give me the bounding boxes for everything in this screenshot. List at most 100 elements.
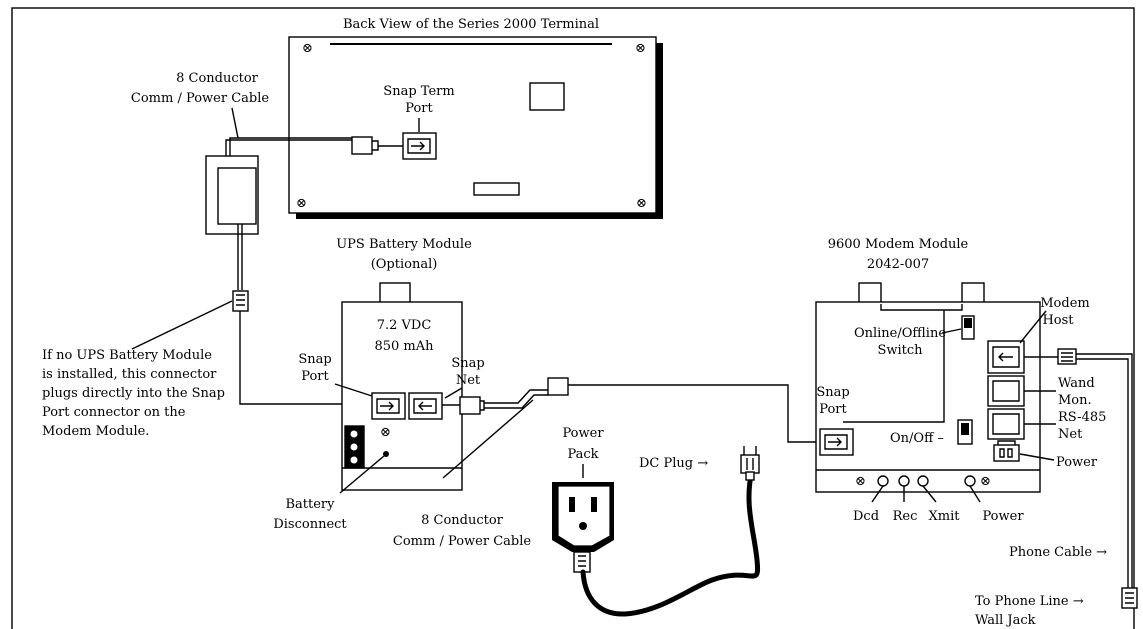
series-2000-terminal: ⊗ ⊗ ⊗ ⊗ Back View of the Series 2000 Ter… xyxy=(288,17,663,219)
wand-mon-port xyxy=(987,375,1025,407)
power-pack-label: Power xyxy=(562,426,604,441)
leader-line xyxy=(131,300,233,350)
modem-top-tab xyxy=(858,282,882,305)
cable-to-ups xyxy=(239,311,372,405)
wall-jack-label: To Phone Line → xyxy=(975,594,1084,609)
online-offline-switch-label: Switch xyxy=(877,343,923,358)
screw-icon: ⊗ xyxy=(296,196,307,211)
online-offline-switch-label: Online/Offline xyxy=(854,326,946,341)
modem-title: 2042-007 xyxy=(867,257,929,272)
ups-snap-net-port xyxy=(408,392,443,420)
leader-line xyxy=(339,455,385,494)
on-off-label: On/Off – xyxy=(890,431,944,446)
power-led-label: Power xyxy=(982,509,1024,524)
modem-snap-port xyxy=(819,428,854,456)
screw-icon: ⊗ xyxy=(302,41,313,56)
internal-line xyxy=(843,310,945,423)
wand-mon-label: Mon. xyxy=(1058,393,1092,408)
ups-snap-net-label: Net xyxy=(456,373,481,388)
battery-disconnect-label: Battery xyxy=(285,497,335,512)
rj-plug-icon xyxy=(547,377,569,396)
on-off-switch xyxy=(957,419,973,445)
note-line: plugs directly into the Snap xyxy=(42,386,225,401)
ups-top-tab xyxy=(379,282,411,304)
xmit-label: Xmit xyxy=(929,509,961,524)
screw-icon: ⊗ xyxy=(380,425,391,440)
phone-cable-label: Phone Cable → xyxy=(1009,545,1107,560)
outlet-prong xyxy=(591,497,597,512)
screw-icon: ⊗ xyxy=(635,41,646,56)
modem-host-label: Modem xyxy=(1040,296,1089,311)
outlet-prong xyxy=(569,497,575,512)
dcd-led xyxy=(877,475,889,487)
ups-spec: 850 mAh xyxy=(374,339,434,354)
wand-mon-label: Wand xyxy=(1058,376,1095,391)
power-connector xyxy=(993,440,1020,462)
ups-snap-port-label: Snap xyxy=(298,352,331,367)
cable-coil-inner xyxy=(217,167,257,225)
ups-snap-port-label: Port xyxy=(301,369,329,384)
bottom-comm-cable: 8 Conductor Comm / Power Cable xyxy=(393,377,820,549)
modem-module: 9600 Modem Module 2042-007 Online/Offlin… xyxy=(815,237,1106,524)
battery-disconnect-jack xyxy=(383,451,389,457)
leader-line xyxy=(442,399,534,479)
top-comm-cable: 8 Conductor Comm / Power Cable xyxy=(131,71,403,405)
snap-term-port xyxy=(402,132,437,160)
modem-snap-port-label: Port xyxy=(819,402,847,417)
rj-plug-icon xyxy=(459,396,481,415)
modem-snap-port-label: Snap xyxy=(816,385,849,400)
top-cable-label: Comm / Power Cable xyxy=(131,91,269,106)
cable-line xyxy=(225,139,354,156)
modem-host-port xyxy=(987,340,1025,374)
online-offline-switch xyxy=(961,315,975,340)
modem-top-tab xyxy=(961,282,985,305)
terminal-back-panel xyxy=(288,36,657,214)
dc-plug-label: DC Plug → xyxy=(639,456,708,471)
ups-snap-port xyxy=(371,392,406,420)
cable-line xyxy=(229,137,354,156)
power-cord xyxy=(580,467,761,617)
power-connector-label: Power xyxy=(1056,455,1098,470)
modem-host-label: Host xyxy=(1042,313,1074,328)
note-line: If no UPS Battery Module xyxy=(42,348,212,363)
rec-label: Rec xyxy=(893,509,918,524)
snap-term-port-label: Port xyxy=(405,101,433,116)
power-led xyxy=(964,475,976,487)
terminal-title: Back View of the Series 2000 Terminal xyxy=(343,17,599,32)
note-line: Port connector on the xyxy=(42,405,186,420)
xmit-led xyxy=(917,475,929,487)
outer-frame xyxy=(11,7,1135,629)
rj-plug-icon xyxy=(351,136,373,155)
wall-jack-label: Wall Jack xyxy=(975,613,1036,628)
ups-spec: 7.2 VDC xyxy=(377,318,432,333)
power-pack-label: Pack xyxy=(567,447,598,462)
note-line: is installed, this connector xyxy=(42,367,217,382)
ups-title: (Optional) xyxy=(371,257,438,272)
rj-plug-icon xyxy=(232,290,249,312)
dcd-label: Dcd xyxy=(853,509,879,524)
terminal-window xyxy=(529,82,565,111)
ups-battery-module: UPS Battery Module (Optional) 7.2 VDC 85… xyxy=(273,237,484,532)
terminal-slot xyxy=(473,182,520,196)
ups-title: UPS Battery Module xyxy=(336,237,472,252)
top-cable-label: 8 Conductor xyxy=(176,71,259,86)
cord-strain-relief xyxy=(573,551,591,573)
screw-icon: ⊗ xyxy=(636,196,647,211)
screw-icon: ⊗ xyxy=(980,474,991,489)
bottom-cable-label: 8 Conductor xyxy=(421,513,504,528)
ups-snap-net-label: Snap xyxy=(451,356,484,371)
note-text: If no UPS Battery Module is installed, t… xyxy=(42,300,233,439)
cable-to-modem xyxy=(568,384,820,443)
rs485-net-port xyxy=(987,408,1025,440)
power-pack: Power Pack DC Plug → xyxy=(552,426,761,617)
rs485-label: Net xyxy=(1058,427,1083,442)
modem-title: 9600 Modem Module xyxy=(828,237,969,252)
phone-cable: Phone Cable → To Phone Line → Wall Jack xyxy=(975,348,1138,628)
bottom-cable-label: Comm / Power Cable xyxy=(393,534,531,549)
cable-line xyxy=(237,224,243,290)
battery-disconnect-label: Disconnect xyxy=(273,517,347,532)
rec-led xyxy=(898,475,910,487)
rs485-label: RS-485 xyxy=(1058,410,1106,425)
